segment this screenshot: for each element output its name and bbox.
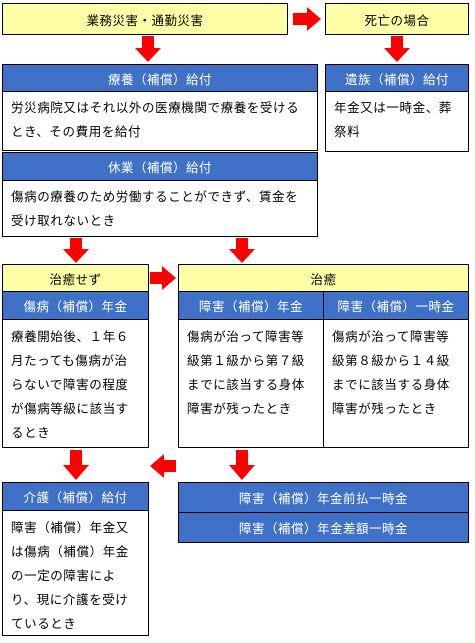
- difference-lump-box: 障害（補償）年金差額一時金: [178, 512, 469, 543]
- disability-lump-header: 障害（補償）一時金: [323, 291, 469, 320]
- advance-lump-box: 障害（補償）年金前払一時金: [178, 482, 469, 513]
- arrow-down-icon: [229, 450, 255, 480]
- arrow-down-icon: [229, 238, 255, 263]
- arrow-down-icon: [63, 450, 89, 480]
- arrow-right-icon: [150, 266, 176, 290]
- survivor-benefit-body: 年金又は一時金、葬祭料: [325, 91, 469, 152]
- medical-benefit-header: 療養（補償）給付: [2, 64, 318, 92]
- arrow-down-icon: [63, 238, 89, 263]
- disability-pension-header: 障害（補償）年金: [178, 291, 324, 320]
- disability-pension-body: 傷病が治って障害等級第１級から第７級までに該当する身体障害が残ったとき: [178, 319, 324, 448]
- death-case-box: 死亡の場合: [325, 3, 469, 35]
- leave-benefit-body: 傷病の療養のため労働することができず、賃金を受け取れないとき: [2, 180, 318, 237]
- work-disaster-label: 業務災害・通勤災害: [86, 12, 204, 28]
- care-benefit-header: 介護（補償）給付: [2, 482, 149, 511]
- injury-pension-header: 傷病（補償）年金: [2, 291, 149, 320]
- care-benefit-body: 障害（補償）年金又は傷病（補償）年金の一定の障害により、現に介護を受けているとき: [2, 510, 149, 636]
- arrow-down-icon: [384, 36, 410, 62]
- medical-benefit-body: 労災病院又はそれ以外の医療機関で療養を受けるとき、その費用を給付: [2, 91, 318, 151]
- arrow-left-icon: [150, 454, 176, 478]
- cured-title: 治癒: [178, 264, 469, 292]
- not-cured-title: 治癒せず: [2, 264, 149, 292]
- injury-pension-body: 療養開始後、１年６月たっても傷病が治らないで障害の程度が傷病等級に該当するとき: [2, 319, 149, 448]
- survivor-benefit-header: 遺族（補償）給付: [325, 64, 469, 92]
- arrow-right-icon: [293, 7, 321, 31]
- disability-lump-body: 傷病が治って障害等級第８級から１４級までに該当する身体障害が残ったとき: [323, 319, 469, 448]
- arrow-down-icon: [135, 36, 161, 62]
- death-case-label: 死亡の場合: [364, 12, 430, 28]
- work-disaster-box: 業務災害・通勤災害: [2, 3, 288, 35]
- leave-benefit-header: 休業（補償）給付: [2, 152, 318, 181]
